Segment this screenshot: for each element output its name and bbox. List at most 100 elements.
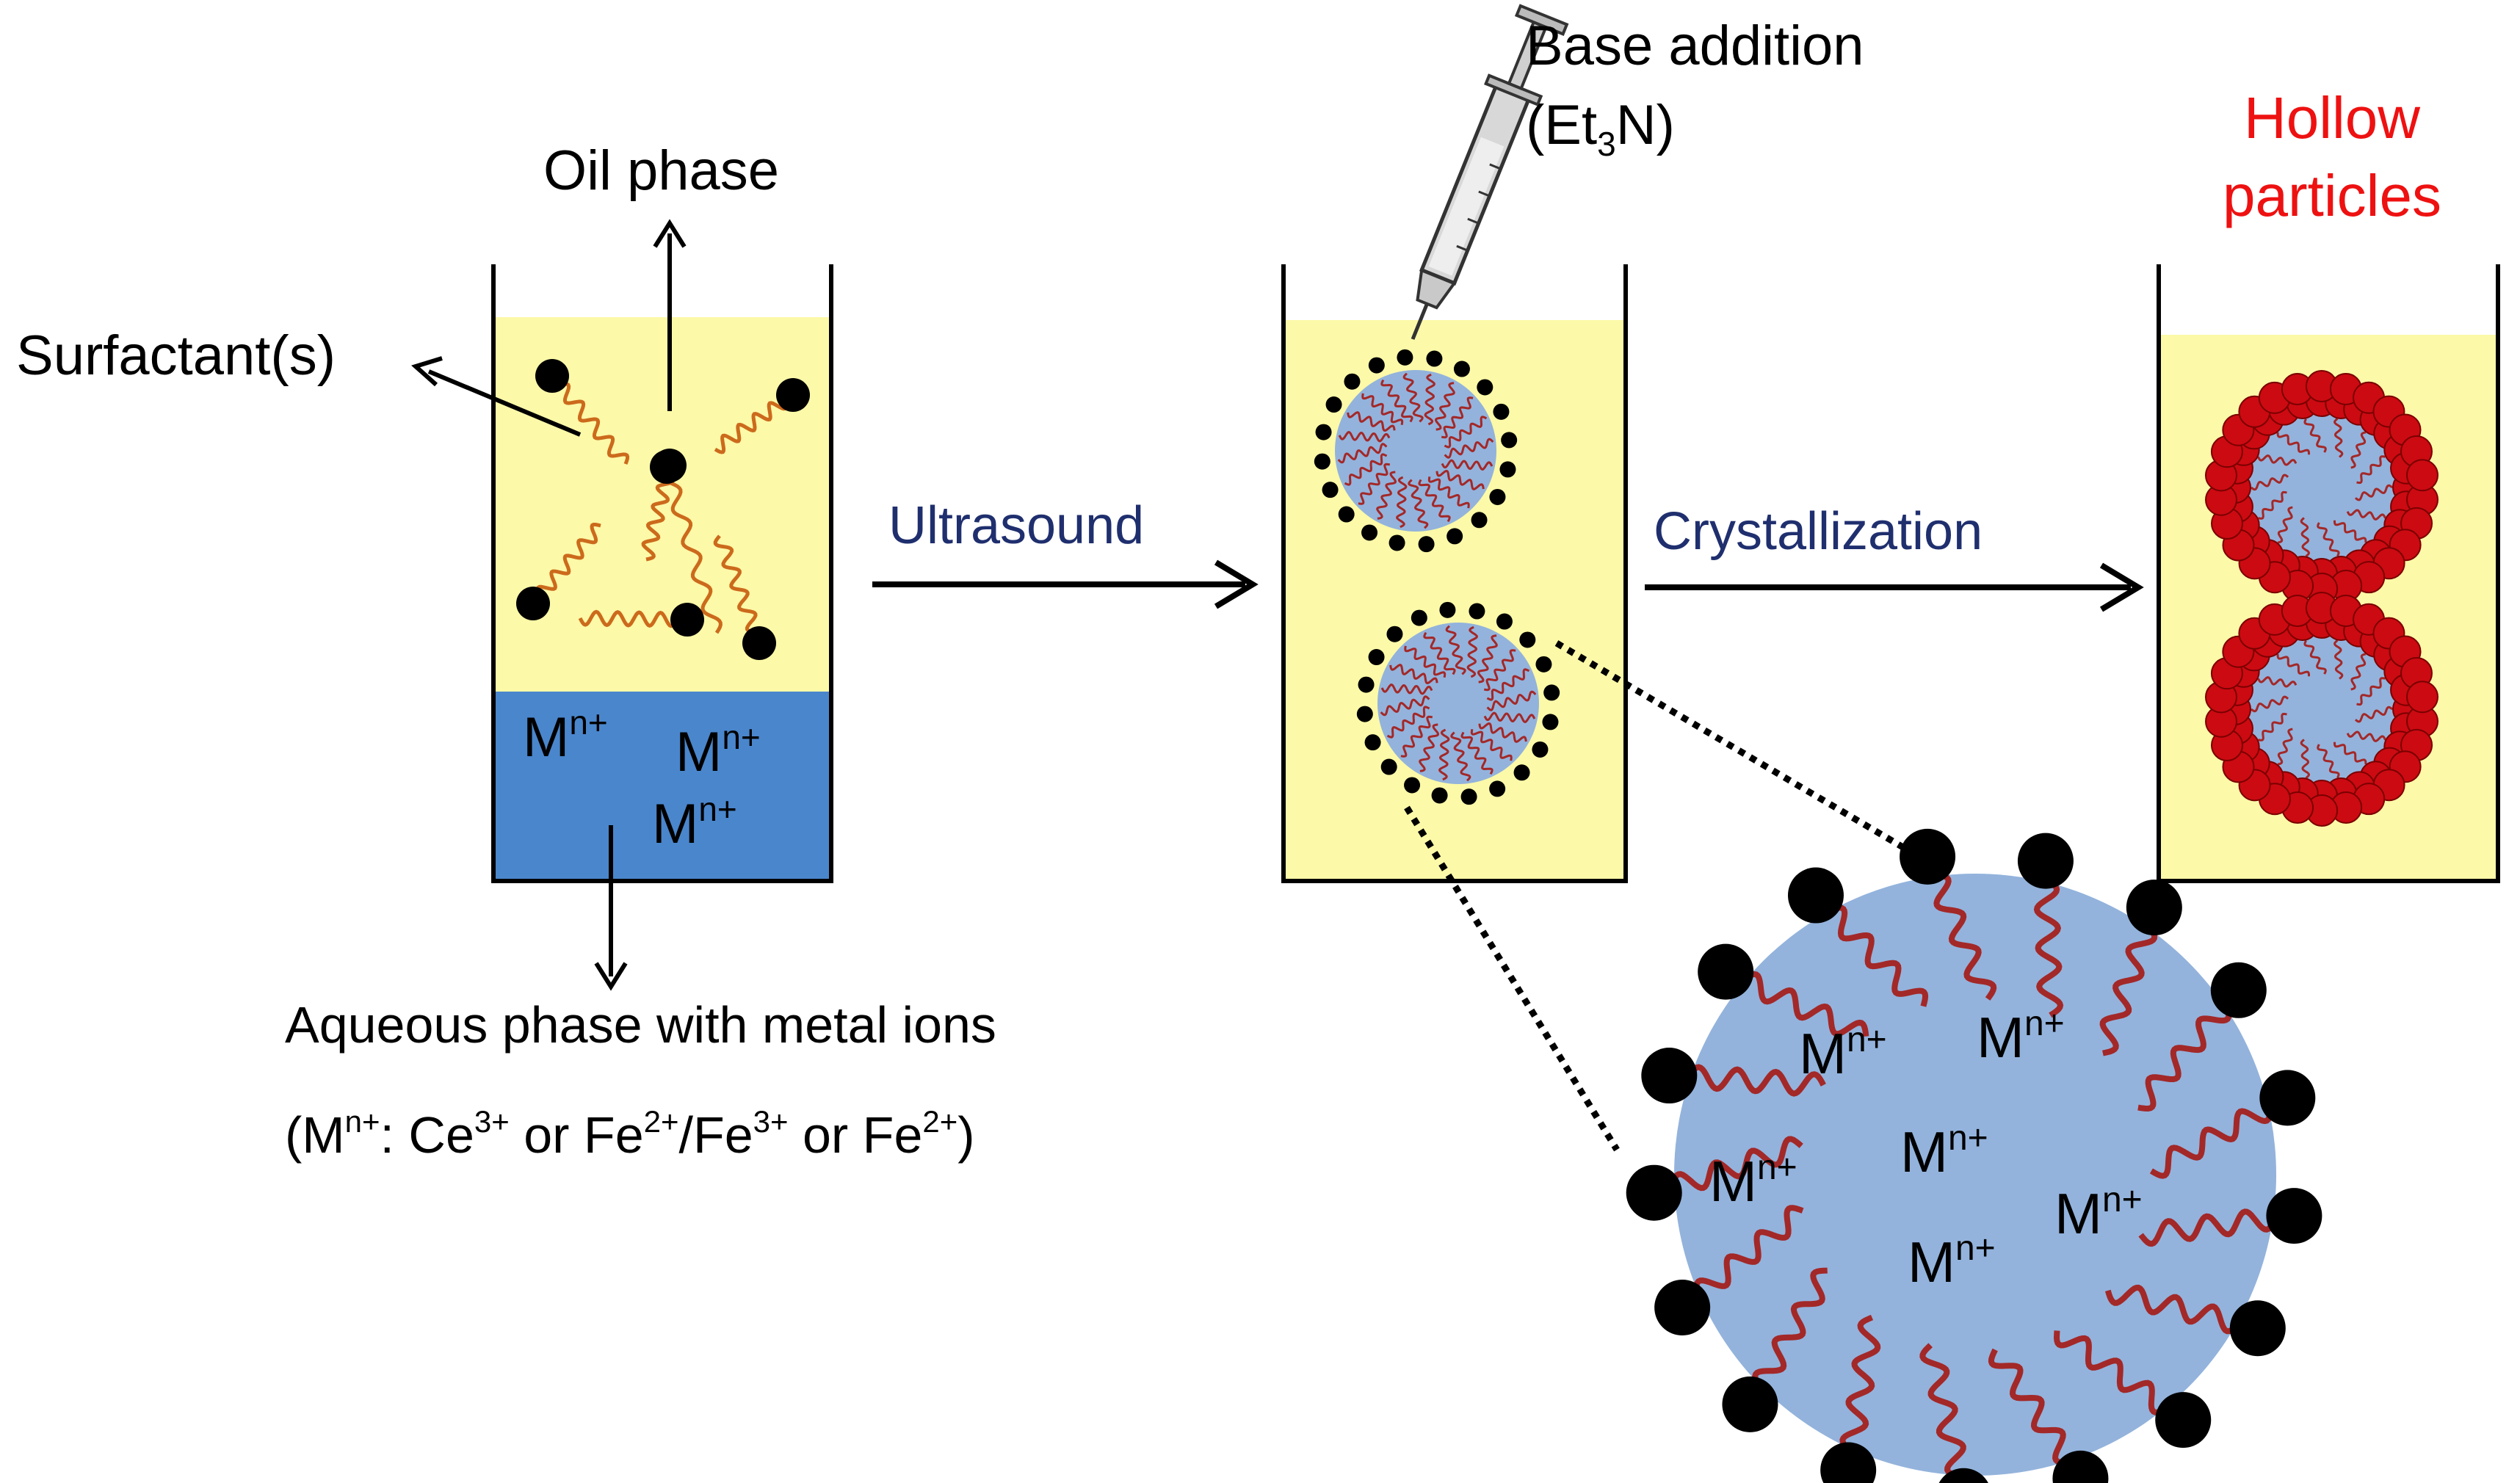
surfactant-head [516,587,550,620]
surfactant-tail [1486,668,1530,701]
surfactant-head [1496,613,1513,630]
surfactant-head [2259,1070,2316,1126]
nanoparticle [2405,681,2438,714]
zoom-line-lower [1404,805,1620,1152]
surfactant-tail [1441,396,1474,439]
surfactant-tail [1444,438,1494,459]
surfactant-head [1501,432,1518,449]
enlarged-droplet: Mn+ Mn+ Mn+ Mn+ Mn+ Mn+ [1626,828,2322,1483]
droplet-ion-label-4: Mn+ [1900,1119,1988,1184]
oil-phase-label: Oil phase [543,139,779,202]
surfactant-tail [1380,379,1413,423]
surfactant-tail [1338,431,1391,443]
surfactant-tail [1427,476,1470,509]
surfactant-tail [2333,520,2367,543]
surfactant-head [1641,1048,1698,1104]
surfactant-head [1900,828,1956,885]
droplet-ion-label-2: Mn+ [1977,1004,2065,1070]
surfactant-tail [1418,479,1451,523]
zoom-lines [1404,640,1920,1152]
surfactant-tail [1400,715,1433,758]
surfactant-tail [1423,631,1456,675]
surfactant-tail [1337,443,1388,464]
surfactant-tail [1419,723,1440,772]
surfactant-head [1489,780,1506,797]
surfactant-head [1418,536,1435,553]
surfactant-tail [2276,653,2310,677]
beaker-1-outline [491,264,833,883]
crystallization-arrowhead [2099,562,2144,612]
surfactant-head [1404,777,1421,794]
ultrasound-label: Ultrasound [888,496,1144,555]
surfactant-tail [1358,463,1391,505]
hollow-label-line-1: Hollow [2244,85,2420,151]
surfactant-tail [1389,664,1438,685]
surfactant-head [1314,453,1330,470]
surfactant-head [1368,357,1385,374]
surfactant-head [1489,488,1506,505]
droplet-ion-label-6: Mn+ [1908,1229,1996,1294]
surfactant-tail [1347,411,1396,432]
surfactant-head [1338,506,1355,523]
surfactant-head [1493,403,1510,420]
surfactant-arrowhead [411,356,443,387]
surfactant-tail [2258,712,2287,742]
surfactant-head [1364,734,1381,751]
beaker-1-ion-label-1: Mn+ [523,703,608,769]
aqueous-phase-label: Aqueous phase with metal ions [285,996,996,1054]
surfactant-head [670,603,704,637]
surfactant-tail [532,523,601,606]
surfactant-tail [1424,373,1435,426]
surfactant-head [1380,758,1397,775]
surfactant-tail [2350,431,2367,469]
surfactant-head [1322,482,1339,498]
surfactant-tail [1486,690,1537,711]
surfactant-tail [2354,706,2393,723]
surfactant-head [1358,676,1375,693]
surfactant-tail [1361,393,1404,426]
surfactant-tail [1408,479,1429,529]
surfactant-tail [713,534,766,645]
surfactant-tail [1386,706,1430,739]
surfactant-head [2229,1300,2286,1357]
surfactant-tail [1450,731,1471,782]
surfactant-tail [2356,677,2386,706]
surfactant-tail [548,375,630,465]
beaker-3 [2157,264,2500,883]
hollow-particles [2204,370,2439,827]
surfactant-tail [2333,639,2344,680]
surfactant-head [1356,706,1373,722]
surfactant-tail [1483,711,1536,723]
surfactant-head [1315,424,1332,440]
surfactant-head [776,378,810,412]
zoom-line-upper [1554,640,1920,859]
oil-phase-arrowhead [653,219,687,248]
surfactant-head [742,626,776,660]
surfactant-tail [1483,649,1516,692]
surfactant-tail [1470,728,1513,761]
surfactant-head [1426,350,1443,367]
surfactant-tail [2257,676,2298,688]
surfactant-head [1368,649,1385,666]
surfactant-tail [1438,728,1450,781]
crystallization-step: Crystallization [1645,502,2144,612]
surfactant-tail [1478,722,1527,743]
ultrasound-step: Ultrasound [872,496,1259,609]
surfactant-tail [2317,744,2340,779]
surfactant-head [1820,1442,1877,1483]
surfactant-head [535,359,569,393]
surfactant-head [2126,880,2182,936]
surfactant-head [1460,788,1477,805]
surfactant-tail [2300,517,2310,557]
surfactant-tail [2276,432,2310,455]
surfactant-head [1513,764,1530,781]
surfactant-head [1361,524,1378,541]
ultrasound-arrowhead [1214,559,1259,609]
surfactant-tail [2350,653,2367,691]
surfactant-head [1535,656,1552,672]
surfactant-tail [2333,418,2344,458]
surfactant-head [1542,714,1559,730]
surfactant-head [2052,1450,2109,1483]
surfactant-tail [2257,454,2298,466]
